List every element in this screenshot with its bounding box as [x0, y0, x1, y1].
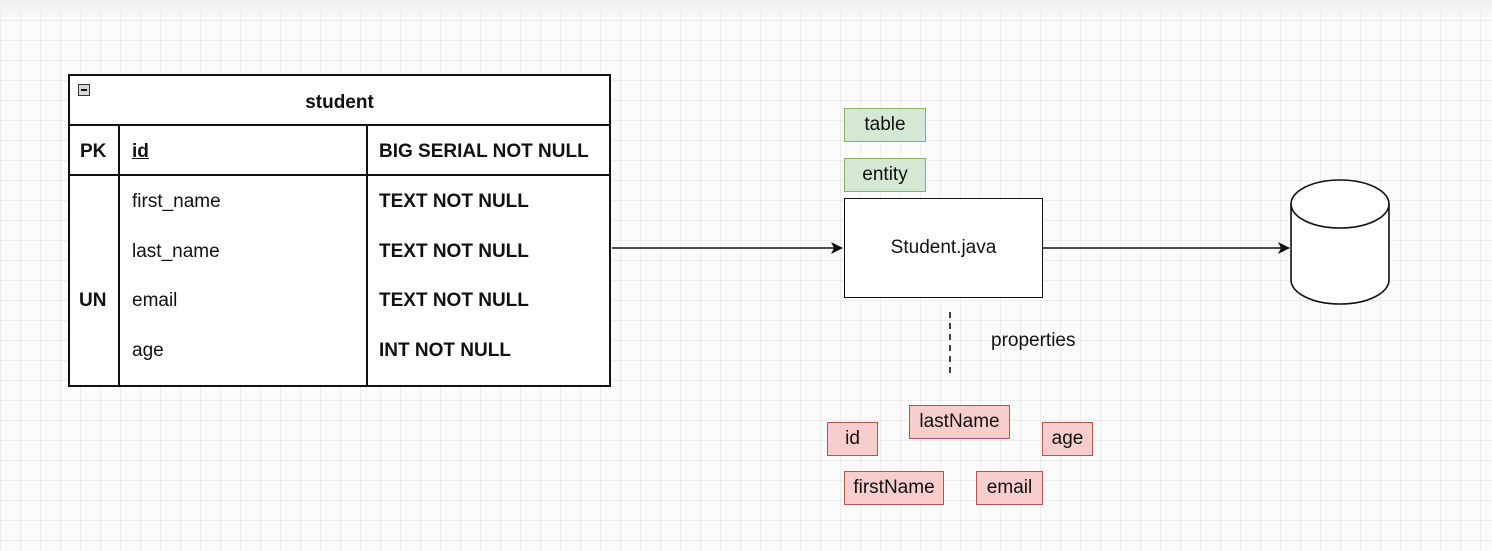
pk-column-name: id: [132, 141, 149, 162]
unique-label: UN: [79, 290, 107, 311]
property-firstname[interactable]: firstName: [844, 471, 944, 505]
column-type: TEXT NOT NULL: [379, 191, 529, 212]
properties-label: properties: [991, 330, 1076, 351]
student-table[interactable]: student PK id BIG SERIAL NOT NULL first_…: [68, 74, 611, 387]
table-header[interactable]: student: [70, 76, 609, 126]
column-type: TEXT NOT NULL: [379, 241, 529, 262]
entity-class-box[interactable]: Student.java: [844, 198, 1043, 298]
property-id[interactable]: id: [827, 422, 878, 456]
column-name: age: [132, 340, 164, 361]
column-name: first_name: [132, 191, 221, 212]
minus-square-icon[interactable]: [78, 84, 90, 96]
pk-column-type: BIG SERIAL NOT NULL: [379, 141, 589, 162]
property-lastname[interactable]: lastName: [909, 405, 1010, 439]
property-email[interactable]: email: [976, 471, 1043, 505]
pk-label: PK: [80, 141, 107, 162]
type-column-divider: [366, 126, 368, 385]
column-name: last_name: [132, 241, 220, 262]
column-type: TEXT NOT NULL: [379, 290, 529, 311]
column-type: INT NOT NULL: [379, 340, 511, 361]
annotation-table[interactable]: table: [844, 108, 926, 142]
property-age[interactable]: age: [1042, 422, 1093, 456]
database-cylinder-icon[interactable]: [1290, 179, 1390, 305]
key-column-divider: [118, 126, 120, 385]
column-name: email: [132, 290, 178, 311]
table-title: student: [305, 92, 374, 113]
canvas-top-shade: [0, 0, 1492, 24]
pk-row[interactable]: [70, 126, 609, 176]
annotation-entity[interactable]: entity: [844, 158, 926, 192]
